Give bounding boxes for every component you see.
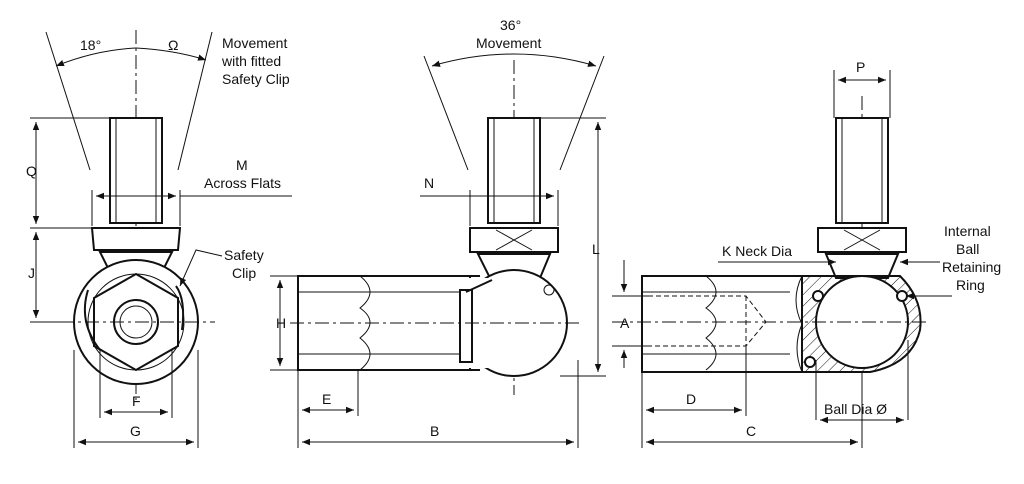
middle-side-view (270, 53, 606, 448)
internal-ring-label-1: Internal (944, 223, 991, 239)
k-neck-dia-label: K Neck Dia (722, 243, 792, 259)
dim-j-label: J (28, 265, 35, 281)
safety-clip-label-2: Clip (232, 265, 256, 281)
dim-d-label: D (686, 391, 696, 407)
dim-q-label: Q (26, 163, 37, 179)
dim-c-label: C (746, 423, 756, 439)
angle-omega-label: Ω (168, 37, 178, 53)
ball-dia-label: Ball Dia Ø (824, 401, 887, 417)
internal-ring-label-3: Retaining (942, 259, 1001, 275)
angle-18-label: 18° (80, 37, 101, 53)
dim-f-label: F (132, 393, 141, 409)
movement-fitted-label-3: Safety Clip (222, 71, 290, 87)
angle-36-label: 36° (500, 17, 521, 33)
dim-h-label: H (276, 315, 286, 331)
dim-a-label: A (620, 315, 630, 331)
internal-ring-label-4: Ring (956, 277, 985, 293)
right-section-view (612, 70, 952, 448)
internal-ring-label-2: Ball (956, 241, 979, 257)
dim-b-label: B (430, 423, 439, 439)
dim-m-label: M (236, 157, 248, 173)
left-end-view (30, 30, 292, 448)
safety-clip-label-1: Safety (224, 247, 264, 263)
dim-g-label: G (130, 423, 141, 439)
movement-label: Movement (476, 35, 541, 51)
dim-e-label: E (322, 391, 331, 407)
across-flats-label: Across Flats (204, 175, 281, 191)
dim-l-label: L (592, 241, 600, 257)
dim-n-label: N (424, 175, 434, 191)
dim-p-label: P (856, 59, 865, 75)
movement-fitted-label-1: Movement (222, 35, 287, 51)
movement-fitted-label-2: with fitted (221, 53, 281, 69)
